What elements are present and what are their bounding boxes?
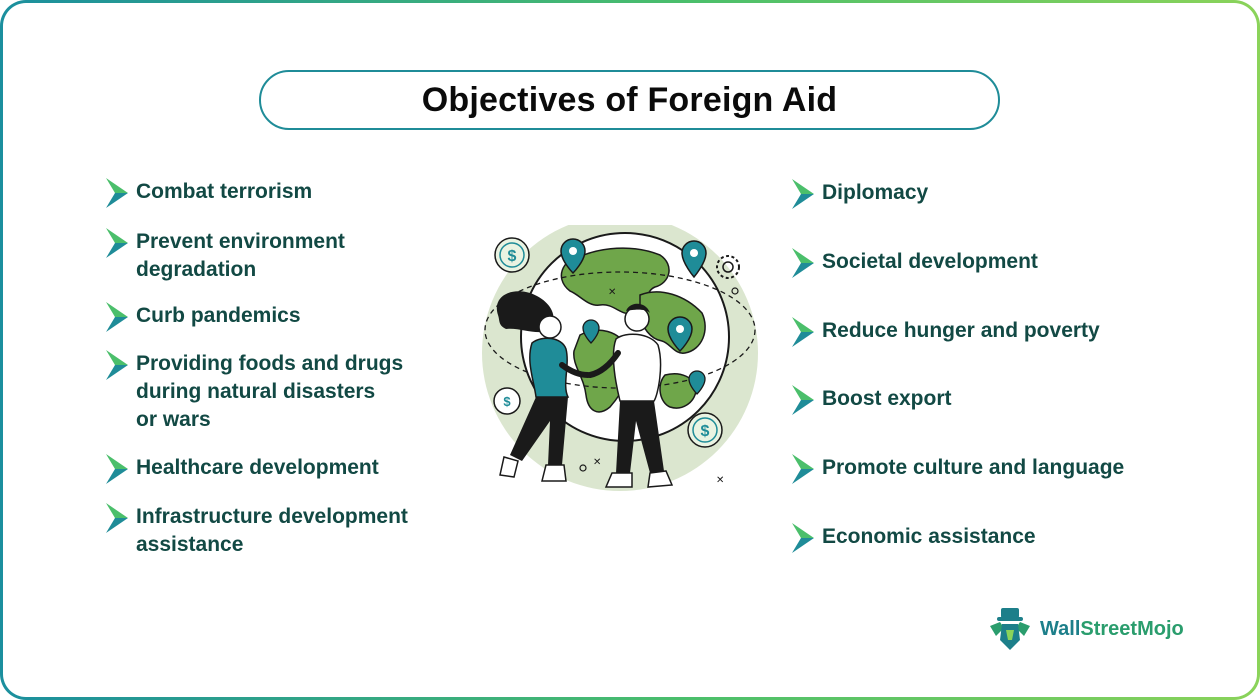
arrow-bullet-icon bbox=[106, 228, 128, 258]
objective-label: Diplomacy bbox=[822, 181, 929, 204]
continent bbox=[659, 373, 697, 409]
gear-icon bbox=[716, 255, 740, 279]
objective-label: Boost export bbox=[822, 387, 952, 410]
arrow-bullet-icon bbox=[106, 178, 128, 208]
map-pin-icon bbox=[688, 370, 706, 395]
objective-label: Prevent environment degradation bbox=[136, 230, 345, 281]
arrow-bullet-icon bbox=[792, 385, 814, 415]
brand-name: WallStreetMojo bbox=[1040, 618, 1184, 641]
objective-item: Boost export bbox=[792, 385, 952, 415]
objective-label: Providing foods and drugs during natural… bbox=[136, 352, 404, 431]
arrow-bullet-icon bbox=[106, 350, 128, 380]
wallstreetmojo-logo-icon bbox=[990, 608, 1030, 650]
map-pin-icon bbox=[667, 316, 693, 353]
objective-label: Combat terrorism bbox=[136, 180, 313, 203]
svg-text:$: $ bbox=[503, 394, 511, 409]
svg-text:✕: ✕ bbox=[593, 457, 601, 468]
woman-figure bbox=[496, 291, 591, 482]
arrow-bullet-icon bbox=[106, 503, 128, 533]
title-pill: Objectives of Foreign Aid bbox=[259, 70, 1000, 130]
objective-item: Prevent environment degradation bbox=[106, 228, 345, 284]
arrow-bullet-icon bbox=[792, 248, 814, 278]
arrow-bullet-icon bbox=[106, 302, 128, 332]
objective-label: Curb pandemics bbox=[136, 304, 301, 327]
brand-name-part2: StreetMojo bbox=[1080, 617, 1184, 640]
man-figure bbox=[587, 303, 674, 488]
objective-label: Infrastructure development assistance bbox=[136, 505, 408, 556]
objective-item: Diplomacy bbox=[792, 179, 928, 209]
globe-illustration: $ $ $ ✕ ✕ ✕ bbox=[482, 225, 758, 491]
objective-item: Infrastructure development assistance bbox=[106, 503, 408, 559]
objective-item: Promote culture and language bbox=[792, 454, 1124, 484]
objective-label: Economic assistance bbox=[822, 525, 1036, 548]
arrow-bullet-icon bbox=[792, 317, 814, 347]
svg-text:✕: ✕ bbox=[608, 287, 616, 298]
objective-label: Promote culture and language bbox=[822, 456, 1125, 479]
objective-item: Healthcare development bbox=[106, 454, 379, 484]
dollar-coin-icon: $ bbox=[494, 237, 530, 273]
arrow-bullet-icon bbox=[792, 454, 814, 484]
arrow-bullet-icon bbox=[792, 179, 814, 209]
dollar-coin-icon: $ bbox=[493, 387, 521, 415]
objective-item: Economic assistance bbox=[792, 523, 1036, 553]
objective-item: Societal development bbox=[792, 248, 1038, 278]
map-pin-icon bbox=[560, 238, 586, 275]
objective-label: Societal development bbox=[822, 250, 1038, 273]
objective-label: Healthcare development bbox=[136, 456, 379, 479]
objective-item: Combat terrorism bbox=[106, 178, 312, 208]
brand-name-part1: Wall bbox=[1040, 617, 1081, 640]
svg-text:✕: ✕ bbox=[716, 475, 724, 486]
svg-text:$: $ bbox=[701, 423, 710, 440]
objective-item: Curb pandemics bbox=[106, 302, 301, 332]
arrow-bullet-icon bbox=[792, 523, 814, 553]
objective-item: Reduce hunger and poverty bbox=[792, 317, 1100, 347]
objective-label: Reduce hunger and poverty bbox=[822, 319, 1100, 342]
map-pin-icon bbox=[681, 240, 707, 279]
objective-item: Providing foods and drugs during natural… bbox=[106, 350, 403, 434]
map-pin-icon bbox=[582, 319, 600, 344]
dollar-coin-icon: $ bbox=[687, 412, 723, 448]
brand-logo: WallStreetMojo bbox=[986, 606, 1184, 652]
page-title: Objectives of Foreign Aid bbox=[421, 80, 838, 119]
arrow-bullet-icon bbox=[106, 454, 128, 484]
svg-text:$: $ bbox=[508, 248, 517, 265]
